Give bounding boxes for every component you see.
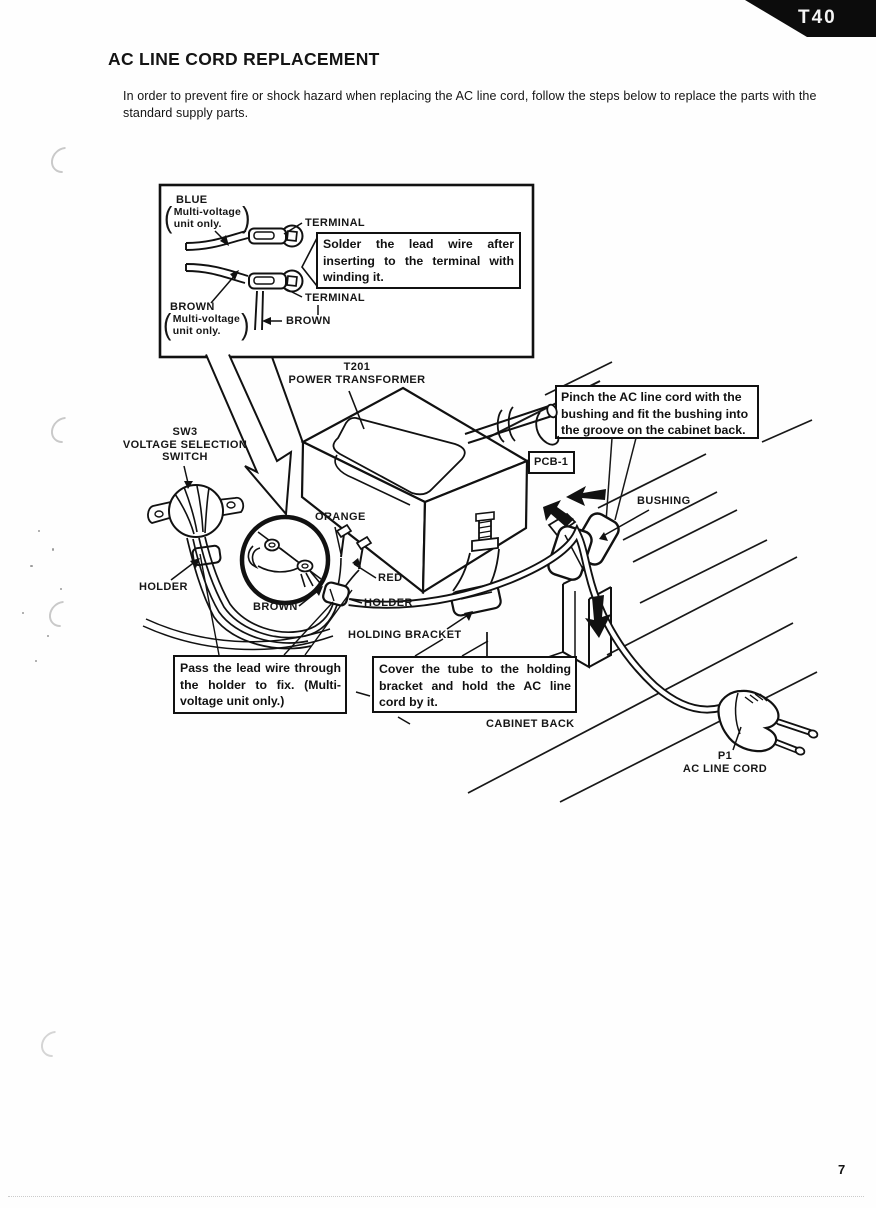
scan-noise [38,530,40,532]
scan-noise [52,548,54,551]
solder-note-box [316,232,521,289]
close-paren: ) [241,308,250,342]
orange-lead-lug [335,523,353,539]
label-holder-left: HOLDER [139,581,188,593]
page-title: AC LINE CORD REPLACEMENT [108,49,380,69]
ac-cord [348,523,721,714]
open-paren: ( [164,201,173,235]
magnifier-circle [239,514,331,606]
red-lead-lug [355,535,373,551]
label-cabinet-back: CABINET BACK [486,718,575,730]
open-paren: ( [163,308,172,342]
plug-drawing [717,689,819,756]
label-red: RED [378,572,403,584]
label-t201: T201 POWER TRANSFORMER [288,361,426,386]
leader-arrowheads [184,481,608,621]
label-brown-left: BROWN [170,301,215,313]
label-bushing: BUSHING [637,495,691,507]
scan-noise [22,612,24,614]
lead-wires [185,230,264,331]
scan-noise [47,635,49,637]
wire-holder-right [322,523,373,607]
label-sw3: SW3 VOLTAGE SELECTION SWITCH [122,426,248,463]
label-holding-bracket: HOLDING BRACKET [348,629,462,641]
wire-bundle [142,536,338,651]
label-p1: P1 AC LINE CORD [682,750,768,775]
page-number: 7 [838,1162,846,1177]
close-paren: ) [242,201,251,235]
model-tag: T40 [798,7,837,28]
intro-text: In order to prevent fire or shock hazard… [123,89,817,120]
label-terminal-bottom: TERMINAL [305,292,366,304]
callout-solder-note: Solder the lead wire after inserting to … [323,237,514,284]
scan-noise [30,565,33,567]
voltage-switch-drawing [147,484,245,567]
terminal-lug-bottom [248,269,304,293]
scan-noise [60,588,62,590]
direction-arrows [543,486,611,638]
scan-edge-line [8,1196,864,1197]
pinch-callout-box [555,385,759,439]
label-terminal-top: TERMINAL [305,217,366,229]
scan-noise [35,660,37,662]
terminal-lug-top [248,224,304,248]
terminal-callout-box [158,183,535,517]
zoom-arrow [205,354,293,517]
wire-holder-left [191,544,222,567]
callout-cover-note: Cover the tube to the holding bracket an… [379,662,571,709]
label-brown-bundle: BROWN [253,601,298,613]
leader-lines [170,465,742,751]
cover-callout-box [372,656,577,713]
callout-pinch-note: Pinch the AC line cord with the bushing … [561,390,749,437]
label-blue: BLUE [176,194,208,206]
label-brown-wire: BROWN [286,315,331,327]
label-holder-right: HOLDER [364,597,413,609]
label-orange: ORANGE [315,511,366,523]
label-pcb1: PCB-1 [534,456,569,468]
brown-wire [254,290,264,331]
callout-pass-note: Pass the lead wire through the holder to… [180,661,341,708]
pass-callout-box [173,655,347,714]
pcb1-box [528,451,575,474]
